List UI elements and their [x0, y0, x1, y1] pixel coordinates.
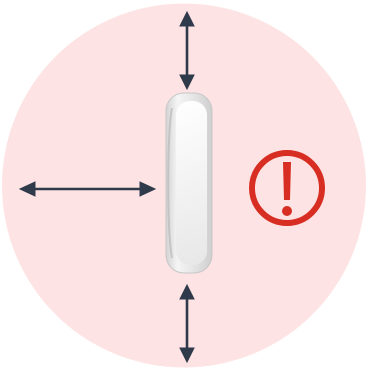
device-front-face	[176, 101, 207, 265]
device-side-view	[166, 93, 212, 273]
